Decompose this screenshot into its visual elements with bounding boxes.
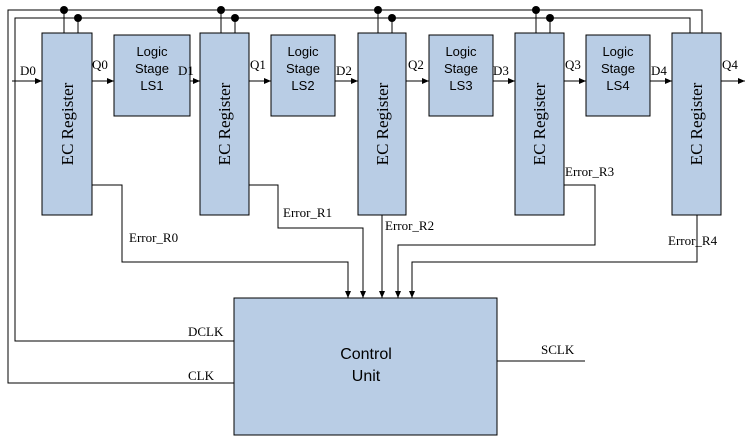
register-label: EC Register xyxy=(215,82,234,165)
junction-dot xyxy=(60,6,68,14)
register-label: EC Register xyxy=(373,82,392,165)
error-label: Error_R2 xyxy=(385,218,434,233)
clk-line xyxy=(7,9,703,384)
error-labels: Error_R0 Error_R1 Error_R2 Error_R3 Erro… xyxy=(129,164,718,248)
q-label: Q0 xyxy=(92,57,108,72)
control-unit: Control Unit xyxy=(233,297,498,436)
q-label: Q4 xyxy=(722,57,738,72)
svg-text:LS1: LS1 xyxy=(140,78,163,93)
ec-register-0: EC Register xyxy=(41,32,93,216)
dclk-line xyxy=(14,17,691,342)
svg-text:Control: Control xyxy=(340,346,392,363)
d-label: D0 xyxy=(20,63,36,78)
error-label: Error_R1 xyxy=(283,205,332,220)
junction-dot xyxy=(374,6,382,14)
junction-dot xyxy=(546,14,554,22)
error-label: Error_R0 xyxy=(129,230,178,245)
junction-dot xyxy=(532,6,540,14)
q-label: Q3 xyxy=(565,57,581,72)
svg-text:LS3: LS3 xyxy=(449,78,472,93)
ec-register-4: EC Register xyxy=(671,32,722,216)
dclk-label: DCLK xyxy=(188,324,224,339)
logic-stage-4: Logic Stage LS4 xyxy=(585,34,651,117)
signal-labels: D0 D1 D2 D3 D4 Q0 Q1 Q2 Q3 Q4 xyxy=(20,57,738,78)
error-label: Error_R3 xyxy=(565,164,614,179)
svg-text:Stage: Stage xyxy=(135,61,169,76)
register-label: EC Register xyxy=(530,82,549,165)
svg-text:Logic: Logic xyxy=(445,44,477,59)
clock-taps xyxy=(60,6,554,33)
ec-register-3: EC Register xyxy=(514,32,565,216)
svg-text:Stage: Stage xyxy=(286,61,320,76)
svg-text:Stage: Stage xyxy=(601,61,635,76)
logic-stage-1: Logic Stage LS1 xyxy=(113,34,191,117)
ec-register-1: EC Register xyxy=(199,32,250,216)
d-label: D2 xyxy=(336,63,352,78)
sclk-label: SCLK xyxy=(541,342,575,357)
q-label: Q2 xyxy=(408,57,424,72)
d-label: D4 xyxy=(651,63,667,78)
error-label: Error_R4 xyxy=(668,233,718,248)
d-label: D3 xyxy=(493,63,509,78)
ec-register-2: EC Register xyxy=(357,32,407,216)
error-wires xyxy=(92,184,698,298)
svg-text:Unit: Unit xyxy=(352,368,381,385)
junction-dot xyxy=(217,6,225,14)
clk-label: CLK xyxy=(188,368,215,383)
junction-dot xyxy=(231,14,239,22)
junction-dot xyxy=(388,14,396,22)
register-label: EC Register xyxy=(58,82,77,165)
junction-dot xyxy=(74,14,82,22)
logic-stage-3: Logic Stage LS3 xyxy=(428,34,494,117)
svg-text:LS4: LS4 xyxy=(606,78,629,93)
svg-text:Stage: Stage xyxy=(444,61,478,76)
register-label: EC Register xyxy=(687,82,706,165)
svg-text:Logic: Logic xyxy=(287,44,319,59)
logic-stage-2: Logic Stage LS2 xyxy=(270,34,336,117)
svg-text:Logic: Logic xyxy=(136,44,168,59)
svg-text:LS2: LS2 xyxy=(291,78,314,93)
q-label: Q1 xyxy=(250,57,266,72)
d-label: D1 xyxy=(178,63,194,78)
svg-text:Logic: Logic xyxy=(602,44,634,59)
